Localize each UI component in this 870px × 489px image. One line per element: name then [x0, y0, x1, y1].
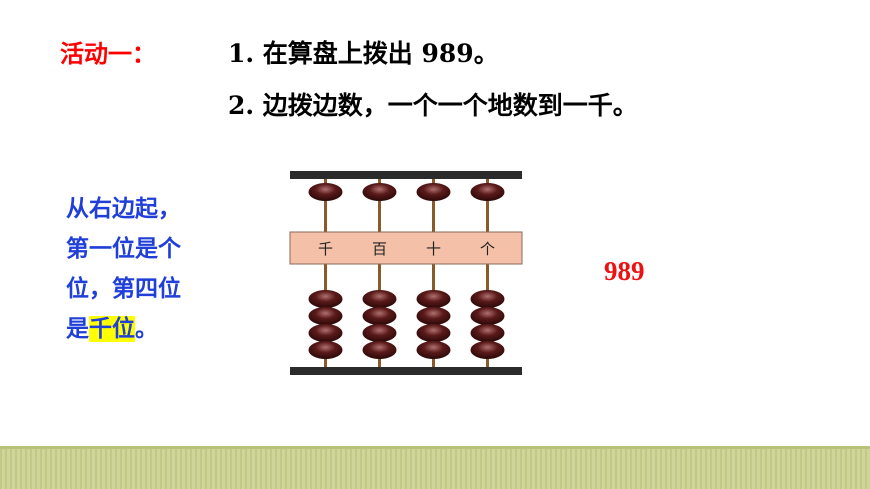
upper-bead: [416, 183, 451, 201]
lower-bead: [362, 341, 397, 359]
footer-grass-edge: [0, 446, 870, 451]
abacus: 千 百 十 个: [289, 171, 523, 375]
footer-grass: [0, 449, 870, 489]
place-label-thousands: 千: [318, 240, 333, 258]
lower-bead: [416, 307, 451, 325]
lower-bead: [362, 307, 397, 325]
task-2: 2. 边拨边数，一个一个地数到一千。: [228, 91, 638, 120]
hint-line-4: 是千位。: [66, 309, 246, 349]
hint-line-1: 从右边起，: [66, 196, 181, 222]
lower-bead: [470, 341, 505, 359]
hint-line-4-suffix: 。: [135, 316, 158, 342]
lower-bead: [416, 341, 451, 359]
upper-bead: [308, 183, 343, 201]
abacus-rod: [324, 176, 327, 372]
upper-beads: [308, 183, 505, 201]
abacus-rod: [378, 176, 381, 372]
lower-bead: [362, 324, 397, 342]
place-label-ones: 个: [480, 240, 495, 258]
activity-label: 活动一：: [60, 40, 156, 68]
place-label-tens: 十: [426, 240, 441, 258]
lower-bead: [308, 290, 343, 308]
hint-highlight: 千位: [89, 316, 135, 342]
lower-bead: [470, 324, 505, 342]
lower-bead: [362, 290, 397, 308]
task-1: 1. 在算盘上拨出 989。: [228, 39, 499, 68]
lower-bead: [416, 324, 451, 342]
hint-line-2: 第一位是个: [66, 236, 181, 262]
lower-bead: [470, 307, 505, 325]
lower-bead: [308, 324, 343, 342]
lower-beads: [308, 290, 505, 359]
lower-bead: [470, 290, 505, 308]
hint-line-3: 位，第四位: [66, 276, 181, 302]
place-label-hundreds: 百: [372, 240, 387, 258]
lower-bead: [308, 307, 343, 325]
upper-bead: [470, 183, 505, 201]
abacus-frame-bottom: [290, 367, 522, 375]
abacus-rod: [486, 176, 489, 372]
lower-bead: [416, 290, 451, 308]
abacus-rods: [324, 176, 489, 372]
hint-text: 从右边起， 第一位是个 位，第四位 是千位。: [66, 189, 246, 349]
abacus-frame-top: [290, 171, 522, 179]
lower-bead: [308, 341, 343, 359]
abacus-beam: [289, 231, 523, 265]
hint-line-4-prefix: 是: [66, 316, 89, 342]
counter-value: 989: [604, 256, 645, 286]
upper-bead: [362, 183, 397, 201]
abacus-rod: [432, 176, 435, 372]
